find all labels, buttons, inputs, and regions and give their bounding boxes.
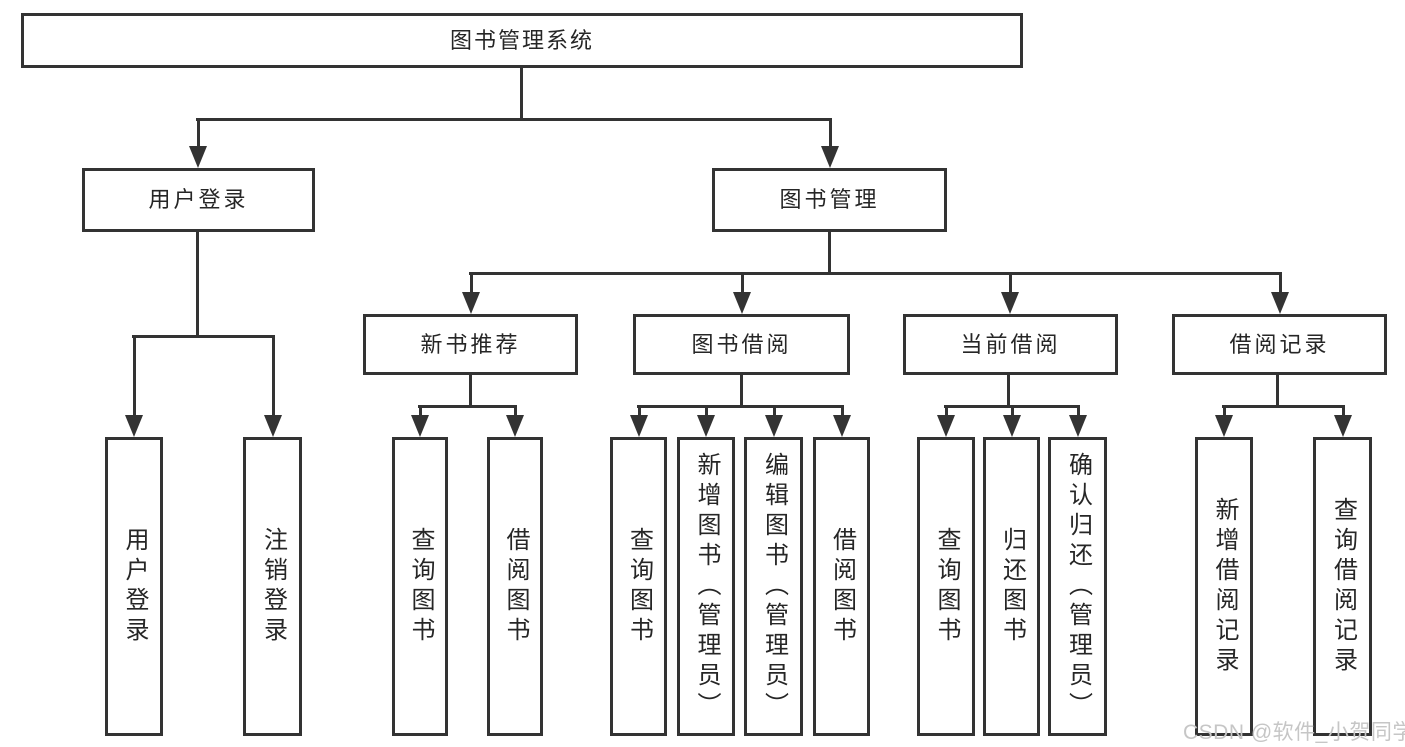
arrow-leaf: [1334, 405, 1352, 437]
arrow-leaf: [765, 405, 783, 437]
csdn-watermark: CSDN @软件_小贺同学: [1183, 721, 1405, 744]
connector-book-management-split: [469, 272, 1281, 275]
arrow-leaf: [937, 405, 955, 437]
node-label: 用户登录: [148, 187, 249, 212]
leaf-query-borrow-record: 查询借阅记录: [1313, 437, 1372, 736]
leaf-borrow-books: 借阅图书: [487, 437, 543, 736]
leaf-label: 查询图书: [407, 526, 434, 647]
node-label: 图书管理系统: [449, 27, 594, 53]
leaf-add-books-admin: 新增图书（管理员）: [677, 437, 735, 736]
leaf-borrow-books: 借阅图书: [813, 437, 870, 736]
arrow-leaf: [630, 405, 648, 437]
connector-book-borrow-split: [637, 405, 843, 408]
leaf-label: 归还图书: [998, 526, 1026, 647]
leaf-confirm-return-admin: 确认归还（管理员）: [1048, 437, 1107, 736]
arrow-to-leaf-user-login: [125, 335, 143, 437]
connector-new-book-split: [418, 405, 517, 408]
node-book-management: 图书管理: [712, 168, 947, 232]
leaf-label: 注销登录: [259, 526, 287, 647]
connector-book-borrow-stem: [740, 375, 743, 408]
arrow-to-new-book-recommend: [462, 272, 480, 314]
leaf-label: 新增借阅记录: [1211, 496, 1238, 677]
leaf-label: 查询图书: [933, 526, 960, 647]
arrow-leaf: [1215, 405, 1233, 437]
arrow-leaf: [411, 405, 429, 437]
leaf-add-borrow-record: 新增借阅记录: [1195, 437, 1253, 736]
node-label: 借阅记录: [1229, 331, 1330, 357]
connector-borrow-records-split: [1222, 405, 1344, 408]
arrow-leaf: [506, 405, 524, 437]
connector-root-split: [196, 118, 832, 121]
node-user-login: 用户登录: [82, 168, 315, 232]
arrow-to-leaf-logout: [264, 335, 282, 437]
node-current-borrow: 当前借阅: [903, 314, 1118, 375]
leaf-query-books: 查询图书: [917, 437, 975, 736]
connector-root-stem: [520, 66, 523, 121]
connector-user-login-split: [132, 335, 274, 338]
arrow-to-current-borrow: [1001, 272, 1019, 314]
leaf-return-books: 归还图书: [983, 437, 1040, 736]
arrow-leaf: [833, 405, 851, 437]
leaf-query-books: 查询图书: [392, 437, 448, 736]
node-library-management-system: 图书管理系统: [21, 13, 1023, 68]
leaf-logout: 注销登录: [243, 437, 302, 736]
arrow-to-book-management: [821, 118, 839, 168]
leaf-label: 借阅图书: [828, 526, 856, 647]
leaf-user-login: 用户登录: [105, 437, 163, 736]
leaf-label: 用户登录: [121, 526, 148, 647]
arrow-leaf: [1069, 405, 1087, 437]
connector-user-login-stem: [196, 232, 199, 338]
leaf-label: 确认归还（管理员）: [1064, 451, 1092, 722]
connector-borrow-records-stem: [1276, 375, 1279, 408]
leaf-label: 查询借阅记录: [1329, 496, 1357, 677]
leaf-edit-books-admin: 编辑图书（管理员）: [744, 437, 803, 736]
node-new-book-recommend: 新书推荐: [363, 314, 578, 375]
node-label: 图书借阅: [691, 331, 792, 357]
leaf-query-books: 查询图书: [610, 437, 667, 736]
leaf-label: 新增图书（管理员）: [693, 451, 720, 722]
arrow-to-borrow-records: [1271, 272, 1289, 314]
arrow-leaf: [697, 405, 715, 437]
leaf-label: 编辑图书（管理员）: [760, 451, 788, 722]
connector-current-borrow-stem: [1007, 375, 1010, 408]
arrow-to-book-borrow: [733, 272, 751, 314]
node-label: 图书管理: [779, 187, 880, 212]
leaf-label: 查询图书: [625, 526, 653, 647]
node-label: 当前借阅: [960, 331, 1061, 357]
node-borrow-records: 借阅记录: [1172, 314, 1387, 375]
leaf-label: 借阅图书: [502, 526, 529, 647]
connector-new-book-stem: [469, 375, 472, 408]
arrow-to-user-login: [189, 118, 207, 168]
node-label: 新书推荐: [420, 331, 521, 357]
connector-book-management-stem: [828, 232, 831, 275]
node-book-borrow: 图书借阅: [633, 314, 850, 375]
arrow-leaf: [1003, 405, 1021, 437]
